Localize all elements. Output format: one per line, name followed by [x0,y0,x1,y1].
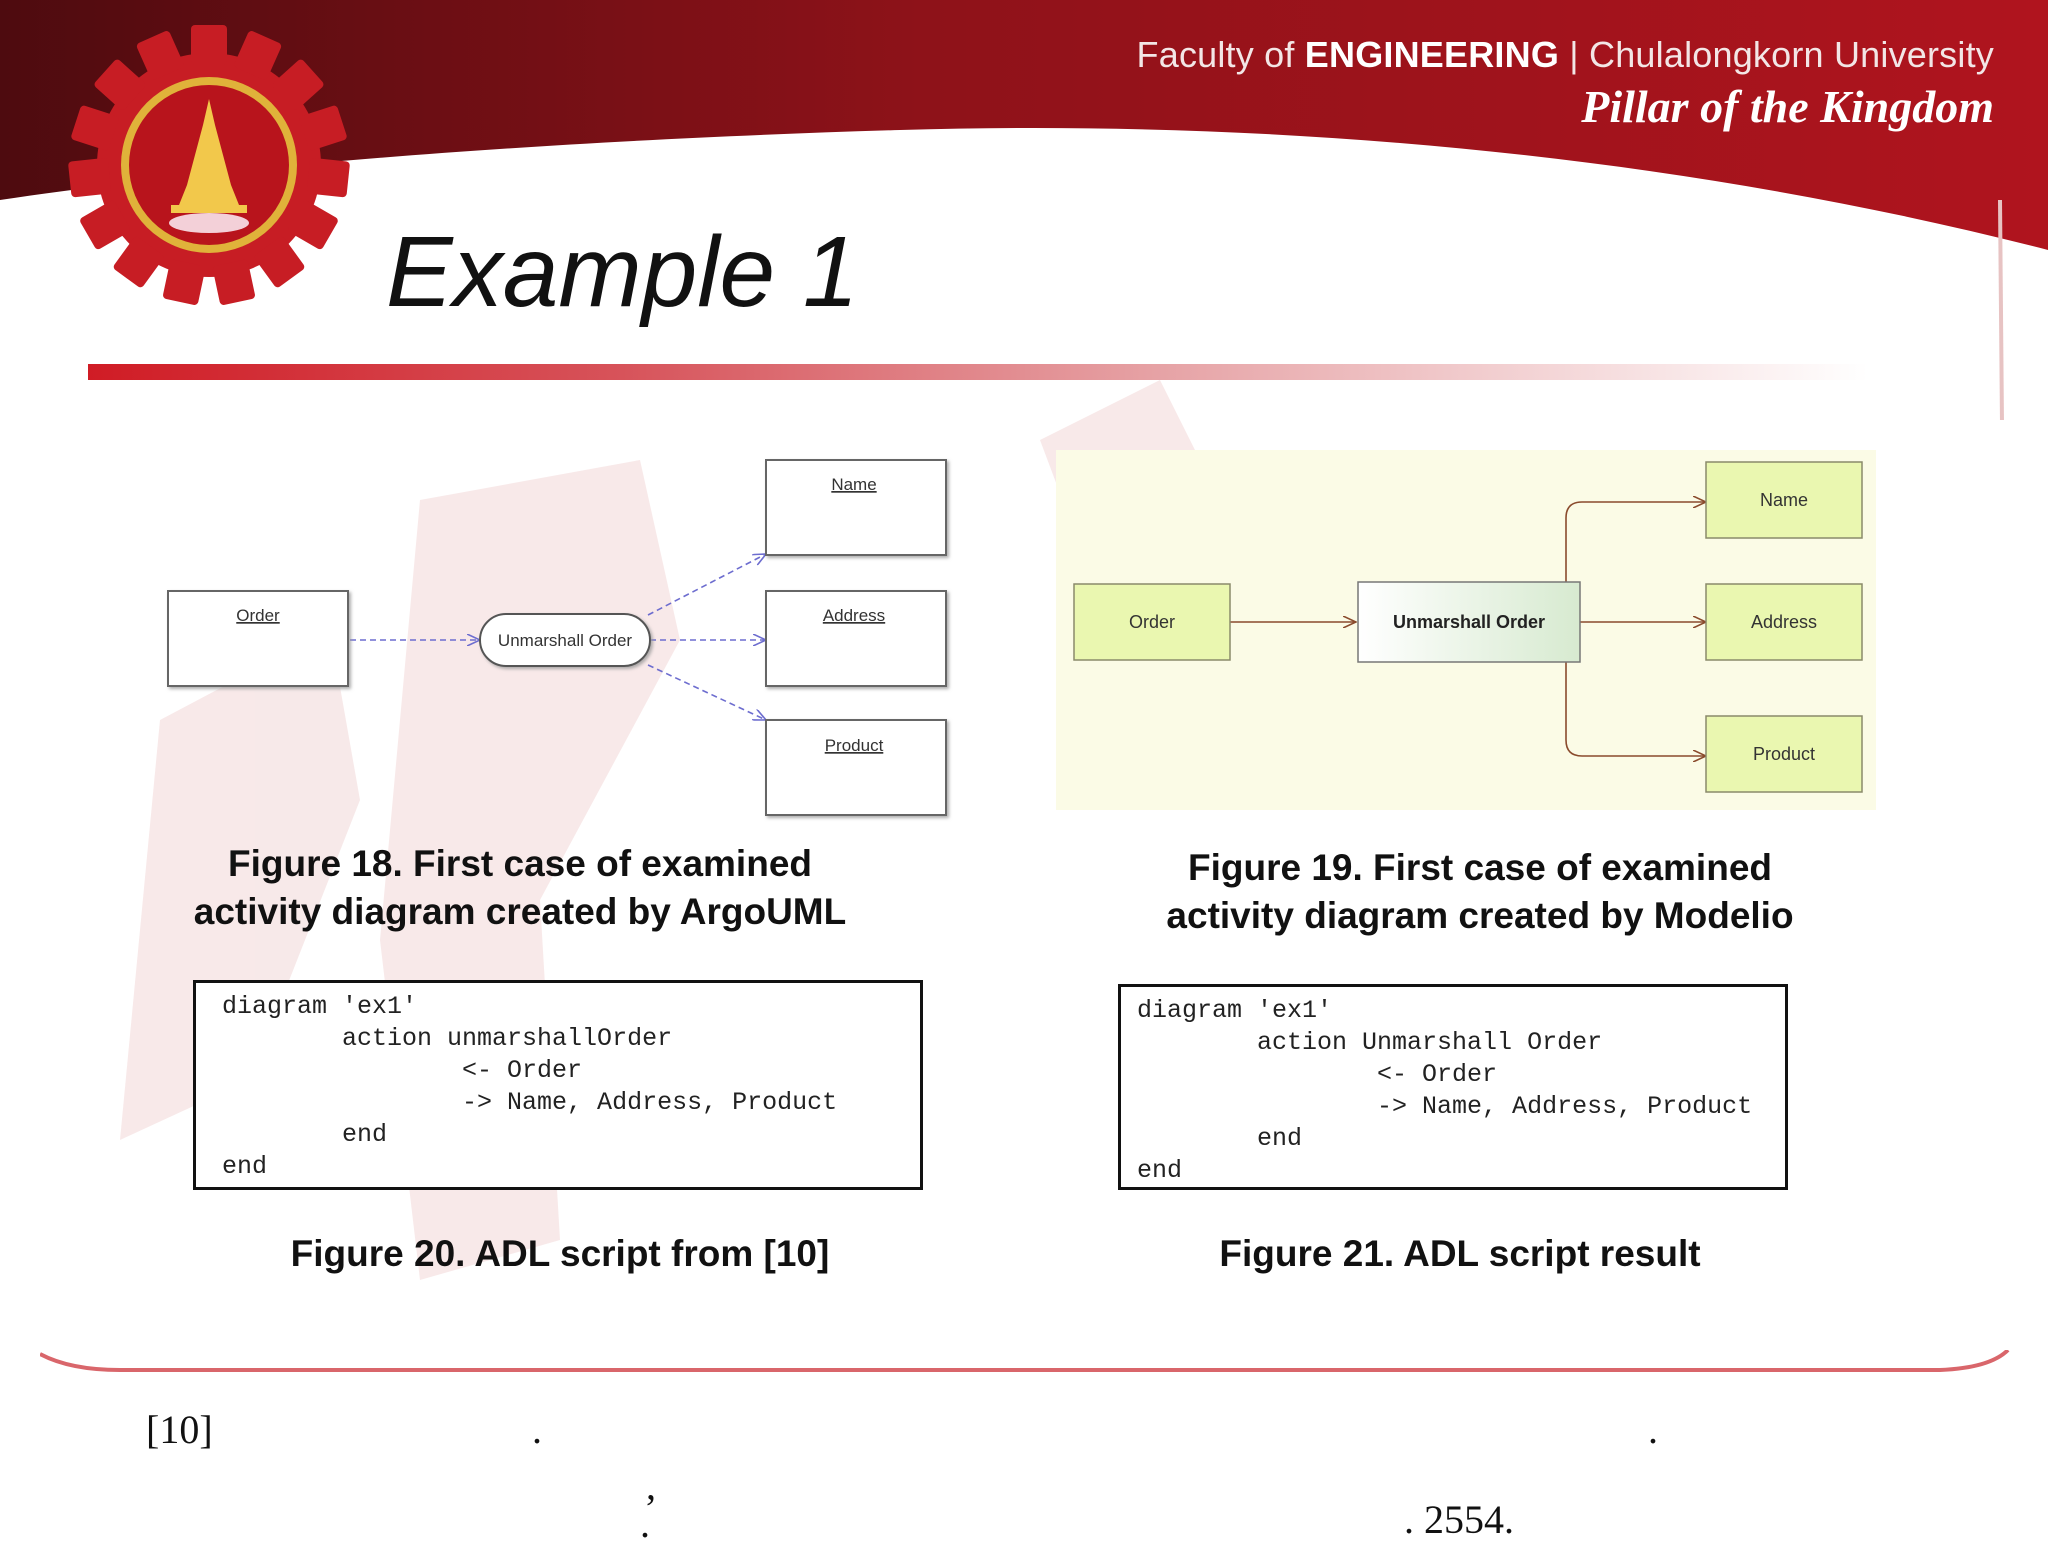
modelio-product-label: Product [1753,744,1815,764]
faculty-suffix: | Chulalongkorn University [1569,34,1994,75]
modelio-edges [1230,502,1706,756]
argo-name-label: Name [831,475,876,494]
argo-node-address: Address [765,590,947,687]
edge-action-name [1565,502,1706,582]
code-line: diagram 'ex1' [1137,996,1333,1025]
code-line: action Unmarshall Order [1137,1028,1603,1057]
figure-20-caption: Figure 20. ADL script from [10] [290,1233,830,1274]
faculty-header: Faculty of ENGINEERING | Chulalongkorn U… [1137,34,1994,76]
modelio-name-label: Name [1760,490,1808,510]
edge-action-name [647,554,766,616]
argo-address-label: Address [823,606,885,625]
figure-18-caption-line2: activity diagram created by ArgoUML [193,891,847,932]
adl-script-result: diagram 'ex1' action Unmarshall Order <-… [1118,984,1788,1190]
argo-node-order: Order [167,590,349,687]
figure-18-caption-line1: Figure 18. First case of examined [228,843,812,884]
gear-pagoda-emblem-icon [68,25,350,305]
reference-punctuation: . [1648,1407,1658,1452]
code-line: end [222,1120,388,1149]
modelio-action-label: Unmarshall Order [1393,612,1545,632]
slide-title: Example 1 [386,216,859,328]
figure-19-caption-line2: activity diagram created by Modelio [1166,895,1794,936]
code-line: -> Name, Address, Product [222,1088,838,1117]
modelio-node-name: Name [1705,461,1863,539]
code-line: action unmarshallOrder [222,1024,673,1053]
figure-19-caption-line1: Figure 19. First case of examined [1188,847,1772,888]
modelio-node-address: Address [1705,583,1863,661]
code-line: <- Order [1137,1060,1498,1089]
code-line: end [1137,1124,1303,1153]
title-divider [88,364,1868,380]
modelio-order-label: Order [1129,612,1175,632]
modelio-node-action: Unmarshall Order [1357,581,1581,663]
code-line: -> Name, Address, Product [1137,1092,1753,1121]
edge-action-product [1565,662,1706,756]
faculty-name: ENGINEERING [1304,34,1560,75]
argo-product-label: Product [825,736,884,755]
reference-punctuation: , [646,1463,656,1508]
footer-divider [40,1350,2010,1372]
modelio-node-order: Order [1073,583,1231,661]
reference-number: [10] [146,1407,213,1452]
reference-punctuation: . [532,1407,542,1452]
code-line: diagram 'ex1' [222,992,418,1021]
argo-node-name: Name [765,459,947,556]
modelio-node-product: Product [1705,715,1863,793]
modelio-address-label: Address [1751,612,1817,632]
code-line: end [222,1152,268,1181]
argo-node-product: Product [765,719,947,816]
figure-18-caption: Figure 18. First case of examined activi… [140,840,900,936]
header-band [0,0,2048,420]
edge-action-product [647,664,766,720]
code-line: <- Order [222,1056,583,1085]
argo-node-action: Unmarshall Order [479,613,651,667]
argo-action-label: Unmarshall Order [498,631,632,650]
figure-21-caption: Figure 21. ADL script result [1219,1233,1701,1274]
faculty-prefix: Faculty of [1136,34,1295,75]
adl-script-from-reference: diagram 'ex1' action unmarshallOrder <- … [193,980,923,1190]
reference-punctuation: . [640,1501,650,1546]
argouml-activity-diagram: Order Unmarshall Order Name Address Prod… [167,459,947,816]
modelio-activity-diagram: Order Unmarshall Order Name Address Prod… [1056,450,1876,810]
argo-order-label: Order [236,606,280,625]
code-line: end [1137,1156,1183,1185]
reference-year: . 2554. [1404,1497,1514,1542]
argo-edges [350,554,766,720]
university-motto: Pillar of the Kingdom [1581,81,1994,132]
figure-19-caption: Figure 19. First case of examined activi… [1100,844,1860,940]
